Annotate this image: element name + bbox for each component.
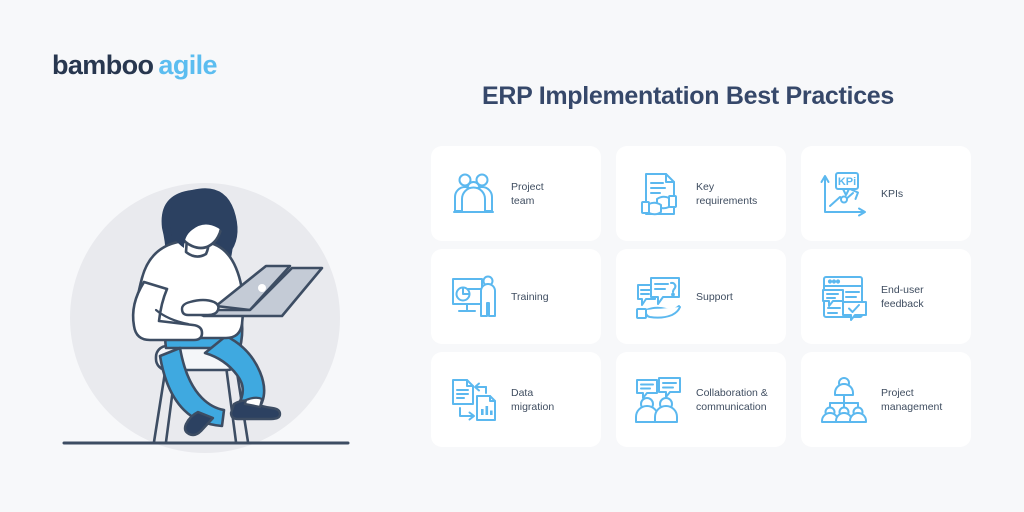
card-label: Training xyxy=(511,290,549,303)
logo-agile-text: agile xyxy=(158,50,217,80)
kpi-icon-text: KPi xyxy=(838,176,856,188)
stool-leg-4 xyxy=(224,364,238,444)
card-training[interactable]: Training xyxy=(431,249,601,344)
stool-leg-1 xyxy=(152,364,168,444)
kpi-chart-icon: KPi xyxy=(815,165,873,223)
end-user-feedback-icon xyxy=(815,268,873,326)
person-hair-front xyxy=(169,188,238,250)
project-management-icon xyxy=(815,371,873,429)
key-requirements-icon xyxy=(630,165,688,223)
person-hands xyxy=(180,298,220,317)
page-title: ERP Implementation Best Practices xyxy=(482,82,895,110)
project-team-icon xyxy=(445,165,503,223)
logo-bamboo-text: bamboo xyxy=(52,50,154,80)
card-kpis[interactable]: KPi KPIs xyxy=(801,146,971,241)
training-presentation-icon xyxy=(445,268,503,326)
collaboration-icon xyxy=(630,371,688,429)
hero-illustration xyxy=(30,150,390,460)
person-shoes xyxy=(183,396,282,437)
card-support[interactable]: Support xyxy=(616,249,786,344)
support-hand-icon xyxy=(630,268,688,326)
card-collaboration-communication[interactable]: Collaboration &communication xyxy=(616,352,786,447)
card-label: Collaboration &communication xyxy=(696,386,768,413)
card-label: Support xyxy=(696,290,733,303)
data-migration-icon xyxy=(445,371,503,429)
card-label: KPIs xyxy=(881,187,904,200)
